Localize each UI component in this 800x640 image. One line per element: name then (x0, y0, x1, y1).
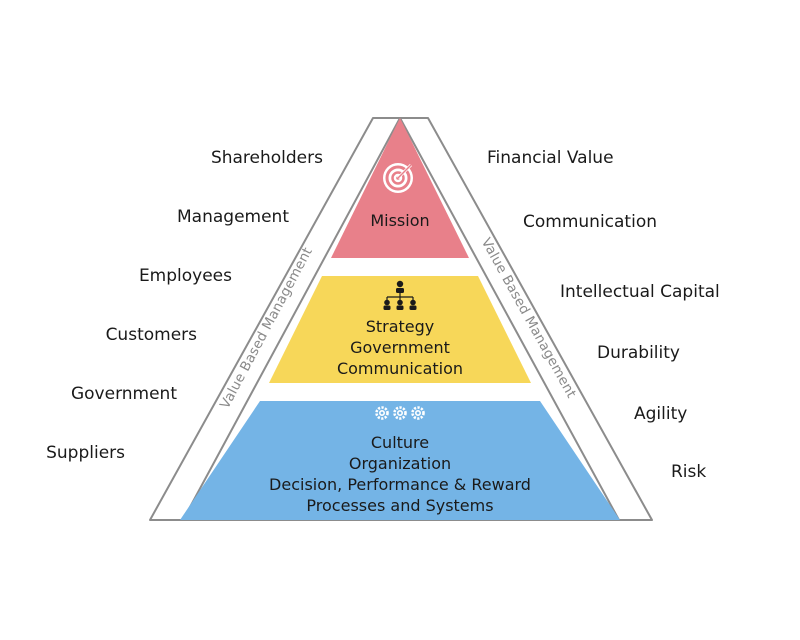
tier-culture-line-2: Organization (349, 454, 451, 473)
right-label-communication: Communication (523, 212, 657, 232)
right-label-risk: Risk (671, 462, 707, 482)
left-label-customers: Customers (105, 325, 197, 345)
tier-culture (180, 401, 620, 520)
left-label-shareholders: Shareholders (210, 148, 323, 168)
left-label-management: Management (177, 207, 289, 227)
tier-strategy-line-1: Strategy (366, 317, 435, 336)
left-label-employees: Employees (138, 266, 232, 286)
org-chart-icon (383, 280, 417, 310)
tier-strategy (269, 276, 531, 383)
left-label-suppliers: Suppliers (46, 443, 125, 463)
tier-strategy-line-2: Government (350, 338, 450, 357)
tier-culture-line-1: Culture (371, 433, 429, 452)
tier-culture-line-4: Processes and Systems (306, 496, 493, 515)
right-label-financial-value: Financial Value (487, 148, 614, 168)
right-label-agility: Agility (634, 404, 688, 424)
tier-culture-line-3: Decision, Performance & Reward (269, 475, 531, 494)
gears-icon (375, 406, 425, 420)
target-icon (383, 163, 413, 193)
right-label-durability: Durability (597, 343, 680, 363)
tier-mission-line-1: Mission (370, 211, 429, 230)
left-label-government: Government (70, 384, 177, 404)
tier-strategy-line-3: Communication (337, 359, 463, 378)
right-label-intellectual-capital: Intellectual Capital (560, 282, 720, 302)
